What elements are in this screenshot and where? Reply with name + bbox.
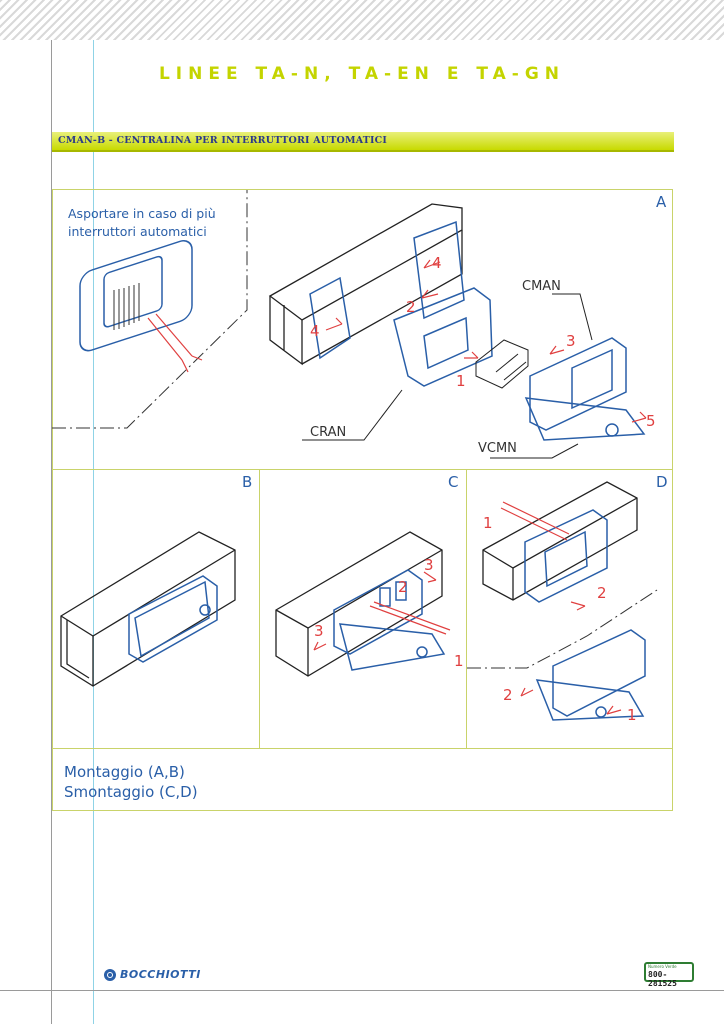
label-cran: CRAN: [310, 425, 346, 440]
step-label: 2: [406, 298, 416, 316]
panel-b-letter: B: [242, 473, 253, 491]
panel-a-letter: A: [656, 193, 667, 211]
label-vcmn: VCMN: [478, 441, 517, 456]
frame-divider: [52, 748, 673, 749]
panel-a-note-line: interruttori automatici: [68, 224, 207, 239]
step-label: 2: [398, 578, 408, 596]
panel-a-drawing: 4 4 2 1 3 5 CMAN CRAN VCMN: [52, 190, 656, 459]
panel-d-letter: D: [656, 473, 668, 491]
panel-a-note: Asportare in caso di più interruttori au…: [68, 205, 216, 241]
label-cman: CMAN: [522, 279, 561, 294]
step-label: 2: [503, 686, 513, 704]
header-hatch-band: [0, 0, 724, 40]
brand-name: BOCCHIOTTI: [120, 968, 201, 981]
step-label: 5: [646, 412, 656, 430]
panel-c-drawing: 3 2 3 1: [275, 531, 464, 677]
frame-divider: [259, 469, 260, 748]
step-label: 1: [456, 372, 466, 390]
frame-divider: [466, 469, 467, 748]
section-heading: CMAN-B - CENTRALINA PER INTERRUTTORI AUT…: [58, 135, 388, 146]
caption-line: Smontaggio (C,D): [64, 783, 198, 801]
step-label: 1: [454, 652, 464, 670]
step-label: 2: [597, 584, 607, 602]
step-label: 1: [483, 514, 493, 532]
brand-mark-icon: [104, 968, 116, 981]
panel-c-letter: C: [448, 473, 459, 491]
page-title: LINEE TA-N, TA-EN E TA-GN: [158, 64, 566, 84]
toll-free-number: 800-281525: [648, 970, 677, 988]
frame-divider: [52, 469, 673, 470]
brand-logo: BOCCHIOTTI: [104, 968, 201, 981]
toll-free-badge: Numero Verde 800-281525: [644, 962, 694, 988]
step-label: 3: [314, 622, 324, 640]
step-label: 4: [310, 322, 320, 340]
panel-a-note-line: Asportare in caso di più: [68, 206, 216, 221]
footer-rule: [0, 990, 724, 991]
step-label: 1: [627, 706, 637, 724]
instruction-frame: [52, 189, 673, 811]
step-label: 3: [566, 332, 576, 350]
step-label: 3: [424, 556, 434, 574]
panel-b-drawing: [60, 531, 236, 687]
section-heading-bar: CMAN-B - CENTRALINA PER INTERRUTTORI AUT…: [52, 132, 674, 152]
toll-free-label: Numero Verde: [648, 964, 677, 969]
step-label: 4: [432, 254, 442, 272]
caption: Montaggio (A,B) Smontaggio (C,D): [64, 762, 198, 802]
panel-d-drawing: 1 2 2 1: [467, 481, 658, 724]
caption-line: Montaggio (A,B): [64, 763, 185, 781]
margin-line-blue: [93, 40, 94, 1024]
margin-line: [51, 40, 52, 1024]
